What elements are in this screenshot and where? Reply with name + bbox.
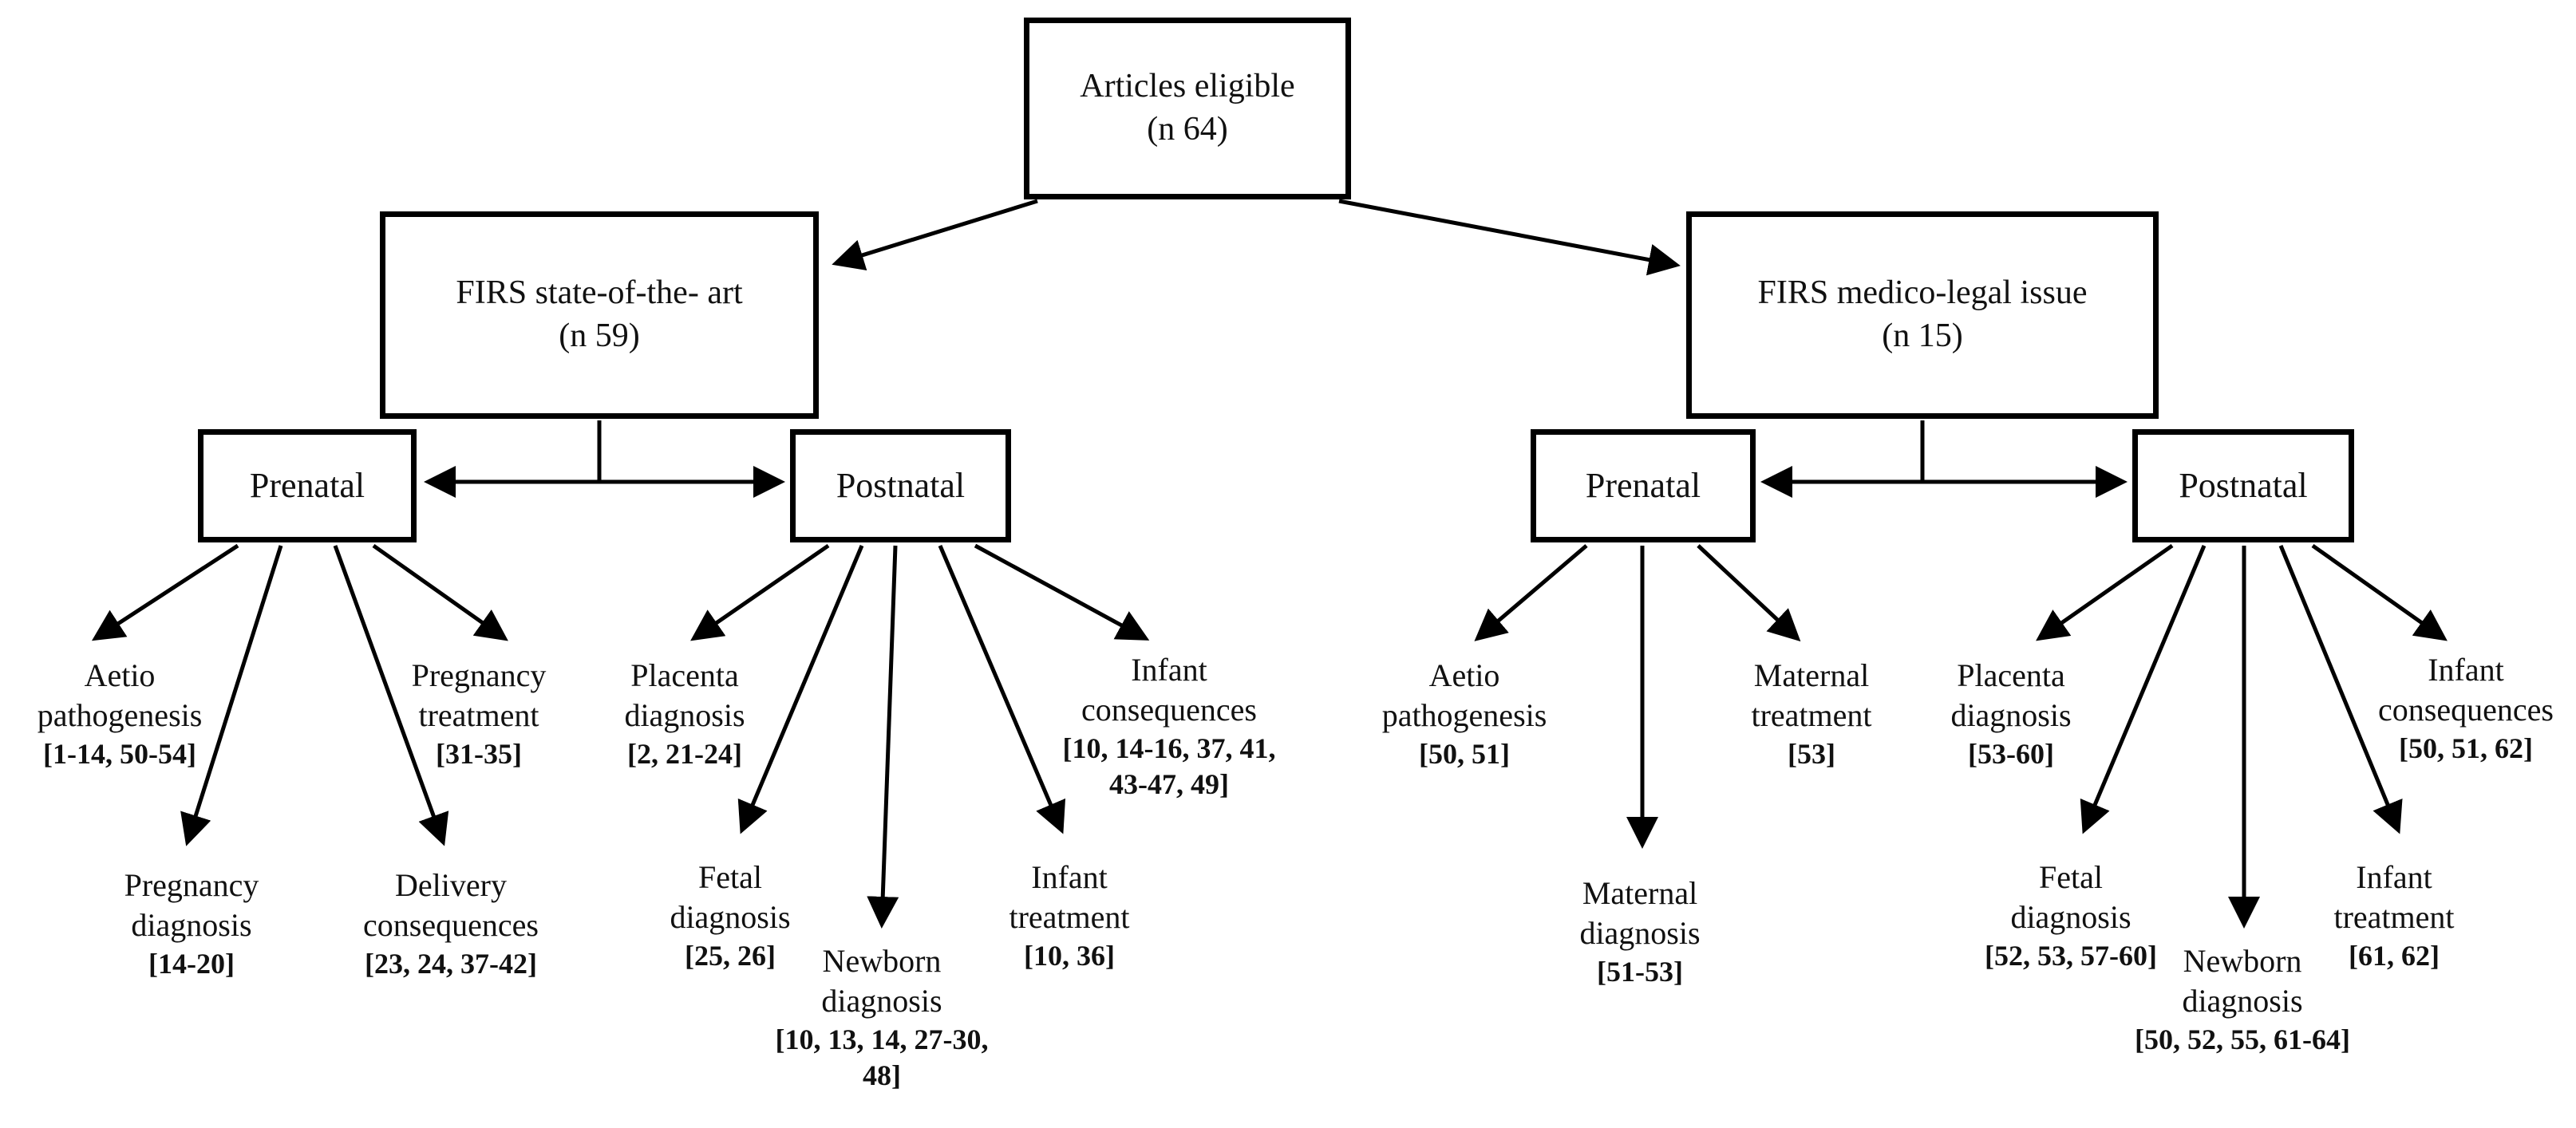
leaf-refs: [51-53]: [1597, 955, 1683, 988]
leaf-name: Newborn diagnosis: [821, 943, 942, 1020]
leaf-refs: [52, 53, 57-60]: [1985, 939, 2157, 972]
branch-label: FIRS medico-legal issue: [1757, 274, 2088, 312]
leaf-placenta-diagnosis-right: Placenta diagnosis [53-60]: [1950, 656, 2071, 772]
leaf-name: Infant consequences: [2378, 652, 2554, 728]
group-label: Prenatal: [249, 465, 365, 505]
leaf-refs: [25, 26]: [685, 939, 776, 972]
group-node-prenatal-left: Prenatal: [198, 429, 417, 542]
arrow-lpost-to-infant-treatment: [938, 545, 1066, 834]
root-node-count: (n 64): [1147, 111, 1228, 148]
arrow-root-to-left-branch: [832, 199, 1038, 271]
leaf-refs: [53-60]: [1968, 737, 2054, 770]
branch-node-firs-medico-legal-issue: FIRS medico-legal issue (n 15): [1686, 211, 2159, 419]
group-label: Prenatal: [1585, 465, 1701, 505]
leaf-refs: [31-35]: [436, 737, 522, 770]
leaf-refs: [1-14, 50-54]: [43, 737, 196, 770]
leaf-refs: [10, 13, 14, 27-30, 48]: [775, 1023, 989, 1092]
leaf-refs: [23, 24, 37-42]: [365, 947, 537, 980]
leaf-name: Placenta diagnosis: [1950, 657, 2072, 734]
arrow-rpost-to-infant-treatment: [2278, 545, 2403, 834]
root-node-label: Articles eligible: [1080, 68, 1295, 105]
leaf-refs: [50, 51, 62]: [2399, 732, 2533, 764]
leaf-name: Pregnancy diagnosis: [124, 867, 259, 944]
leaf-infant-consequences-right: Infant consequences [50, 51, 62]: [2378, 650, 2554, 767]
arrow-lpre-to-pregnancy-treatment: [372, 543, 508, 641]
arrow-lpre-to-delivery-consequences: [333, 545, 449, 846]
leaf-pregnancy-diagnosis: Pregnancy diagnosis [14-20]: [124, 866, 259, 982]
leaf-aetio-pathogenesis-right: Aetio pathogenesis [50, 51]: [1382, 656, 1547, 772]
leaf-refs: [50, 51]: [1419, 737, 1510, 770]
arrow-lpost-to-newborn: [867, 545, 899, 929]
leaf-refs: [14-20]: [148, 947, 235, 980]
leaf-infant-treatment-right: Infant treatment [61, 62]: [2333, 858, 2454, 974]
leaf-name: Newborn diagnosis: [2182, 943, 2303, 1020]
leaf-newborn-diagnosis-right: Newborn diagnosis [50, 52, 55, 61-64]: [2135, 941, 2350, 1058]
leaf-refs: [50, 52, 55, 61-64]: [2135, 1023, 2350, 1055]
group-node-postnatal-left: Postnatal: [790, 429, 1011, 542]
leaf-refs: [2, 21-24]: [627, 737, 742, 770]
arrow-rpre-to-aetio: [1474, 544, 1588, 641]
root-node-articles-eligible: Articles eligible (n 64): [1024, 18, 1351, 199]
leaf-refs: [10, 36]: [1024, 939, 1115, 972]
arrow-rpost-to-fetal: [2080, 545, 2207, 834]
group-node-prenatal-right: Prenatal: [1531, 429, 1756, 542]
leaf-name: Aetio pathogenesis: [1381, 657, 1547, 734]
branch-count: (n 59): [559, 317, 640, 354]
leaf-refs: [53]: [1788, 737, 1835, 770]
leaf-aetio-pathogenesis-left: Aetio pathogenesis [1-14, 50-54]: [38, 656, 203, 772]
branch-count: (n 15): [1882, 317, 1963, 354]
leaf-delivery-consequences: Delivery consequences [23, 24, 37-42]: [363, 866, 539, 982]
leaf-name: Maternal treatment: [1751, 657, 1872, 734]
leaf-name: Fetal diagnosis: [670, 859, 791, 936]
leaf-refs: [61, 62]: [2349, 939, 2440, 972]
leaf-refs: [10, 14-16, 37, 41, 43-47, 49]: [1062, 732, 1276, 801]
arrow-lpre-to-aetio: [91, 543, 239, 641]
leaf-fetal-diagnosis-left: Fetal diagnosis [25, 26]: [670, 858, 790, 974]
leaf-infant-consequences-left: Infant consequences [10, 14-16, 37, 41, …: [1063, 650, 1276, 803]
arrow-rpost-to-placenta: [2036, 543, 2174, 641]
leaf-name: Pregnancy treatment: [411, 657, 547, 734]
leaf-name: Aetio pathogenesis: [37, 657, 203, 734]
group-label: Postnatal: [836, 465, 966, 505]
branch-label: FIRS state-of-the- art: [456, 274, 743, 312]
leaf-name: Infant treatment: [2333, 859, 2455, 936]
arrow-root-to-right-branch: [1338, 199, 1681, 276]
group-label: Postnatal: [2179, 465, 2308, 505]
leaf-maternal-diagnosis: Maternal diagnosis [51-53]: [1579, 874, 1700, 990]
leaf-infant-treatment-left: Infant treatment [10, 36]: [1009, 858, 1129, 974]
leaf-placenta-diagnosis-left: Placenta diagnosis [2, 21-24]: [624, 656, 745, 772]
leaf-name: Placenta diagnosis: [624, 657, 745, 734]
leaf-name: Infant consequences: [1081, 652, 1257, 728]
group-node-postnatal-right: Postnatal: [2132, 429, 2354, 542]
leaf-maternal-treatment: Maternal treatment [53]: [1751, 656, 1871, 772]
arrow-lpre-to-pregnancy-diagnosis: [180, 545, 283, 846]
arrow-lpost-to-infant-consequences: [974, 543, 1150, 641]
leaf-name: Maternal diagnosis: [1579, 875, 1701, 952]
arrow-rpost-to-infant-consequences: [2311, 543, 2448, 641]
leaf-fetal-diagnosis-right: Fetal diagnosis [52, 53, 57-60]: [1985, 858, 2157, 974]
leaf-name: Delivery consequences: [363, 867, 539, 944]
arrow-lpost-to-fetal: [737, 545, 864, 834]
arrow-lpost-to-placenta: [690, 543, 830, 641]
leaf-name: Infant treatment: [1009, 859, 1130, 936]
arrow-rpre-to-maternal-treatment: [1697, 544, 1801, 642]
branch-node-firs-state-of-the-art: FIRS state-of-the- art (n 59): [380, 211, 819, 419]
leaf-name: Fetal diagnosis: [2010, 859, 2132, 936]
leaf-pregnancy-treatment: Pregnancy treatment [31-35]: [412, 656, 547, 772]
leaf-newborn-diagnosis-left: Newborn diagnosis [10, 13, 14, 27-30, 48…: [776, 941, 989, 1094]
